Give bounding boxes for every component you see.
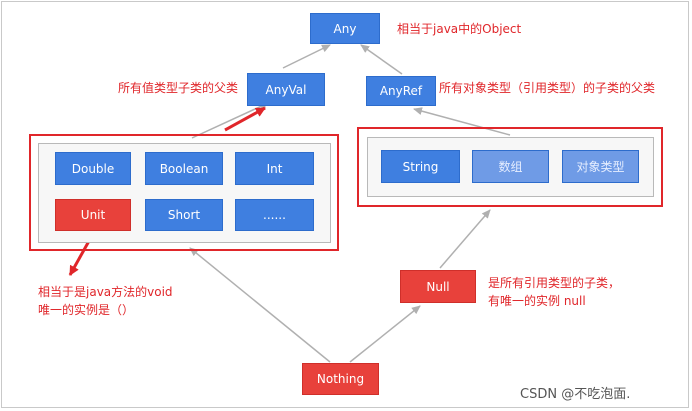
node-unit: Unit — [55, 199, 131, 231]
node-anyval: AnyVal — [247, 73, 325, 106]
node-boolean: Boolean — [145, 152, 223, 185]
node-nothing: Nothing — [302, 363, 379, 395]
node-more: ...... — [235, 199, 314, 231]
link-refgroup-anyref — [413, 107, 511, 136]
node-null: Null — [400, 270, 476, 303]
node-anyref: AnyRef — [366, 76, 436, 106]
csdn-watermark: CSDN @不吃泡面. — [520, 387, 631, 402]
link-anyval-any — [282, 44, 331, 69]
note-unit: 相当于是java方法的void 唯一的实例是（） — [38, 283, 173, 319]
note-null-line2: 有唯一的实例 null — [488, 294, 586, 308]
note-unit-line1: 相当于是java方法的void — [38, 285, 173, 299]
note-anyval: 所有值类型子类的父类 — [118, 81, 239, 95]
note-null-line1: 是所有引用类型的子类， — [488, 276, 621, 290]
link-null-refgroup — [439, 209, 491, 269]
node-double: Double — [55, 152, 131, 185]
note-unit-line2: 唯一的实例是（） — [38, 303, 135, 317]
link-nothing-valgroup — [189, 247, 331, 363]
note-any: 相当于java中的Object — [397, 22, 522, 36]
value-types-group — [29, 134, 339, 251]
link-nothing-null — [349, 305, 421, 363]
note-null: 是所有引用类型的子类， 有唯一的实例 null — [488, 274, 620, 310]
annotation-arrow-anyval — [224, 106, 266, 132]
note-anyref: 所有对象类型（引用类型）的子类的父类 — [439, 81, 656, 95]
link-valgroup-anyval — [191, 102, 269, 139]
node-string: String — [381, 150, 460, 183]
node-int: Int — [235, 152, 314, 185]
node-short: Short — [145, 199, 223, 231]
reference-types-group — [357, 127, 663, 207]
link-anyref-any — [360, 44, 403, 75]
node-array: 数组 — [472, 150, 549, 183]
node-object-type: 对象类型 — [562, 150, 639, 183]
node-any: Any — [310, 13, 380, 44]
